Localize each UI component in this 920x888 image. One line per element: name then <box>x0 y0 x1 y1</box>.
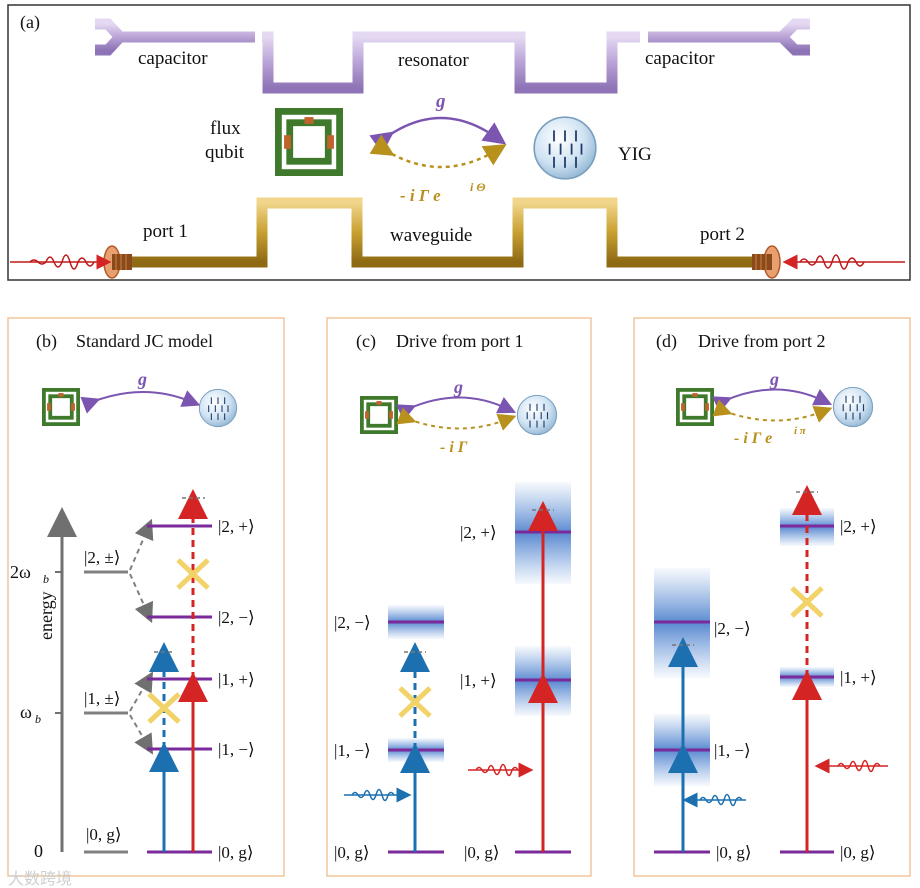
panel-d-dissipative-label: - i Γ e <box>734 430 772 447</box>
capacitor-right-shape <box>648 18 810 56</box>
forbidden-cross-icon <box>398 686 432 718</box>
panel-d-dissipative-arrow <box>712 399 833 423</box>
bare-level-2-label: |2, ±⟩ <box>84 548 120 567</box>
watermark: 大数跨境 <box>8 869 72 888</box>
flux-qubit-label-line1: flux <box>210 118 241 139</box>
tick-2wb-sub: b <box>43 572 49 586</box>
panel-a: (a) capacitor resonator capacitor flux q… <box>7 4 911 281</box>
panel-b-g-label: g <box>137 369 147 389</box>
panel-d-g-label: g <box>769 369 779 389</box>
dissipative-coupling-label: - i Γ e <box>400 186 441 205</box>
waveguide-label: waveguide <box>390 225 472 246</box>
drive-pulse-red-icon <box>814 758 888 774</box>
port2-connector-icon <box>752 245 781 279</box>
drive-pulse-red-icon <box>468 762 534 778</box>
tick-0-label: 0 <box>34 841 43 861</box>
panel-d-level-0-right-label: |0, g⟩ <box>840 843 876 862</box>
coupling-g-label: g <box>435 91 446 112</box>
bare-level-0-label: |0, g⟩ <box>86 825 122 844</box>
panel-d-level-0-left-label: |0, g⟩ <box>716 843 752 862</box>
waveguide-shape <box>130 197 760 268</box>
panel-b-yig-icon <box>198 388 238 428</box>
energy-axis-label: energy <box>36 591 56 640</box>
panel-c-level-0-left-label: |0, g⟩ <box>334 843 370 862</box>
panel-b-tag: (b) <box>36 331 57 352</box>
panel-d-level-1-minus-label: |1, −⟩ <box>714 741 751 760</box>
forbidden-cross-icon <box>147 692 181 724</box>
panel-c-title: Drive from port 1 <box>396 331 523 351</box>
panel-c-yig-icon <box>516 394 558 436</box>
panel-d-yig-icon <box>832 386 874 428</box>
capacitor-right-label: capacitor <box>645 48 715 69</box>
panel-d-title: Drive from port 2 <box>698 331 825 351</box>
forbidden-cross-icon <box>790 586 824 618</box>
panel-a-tag: (a) <box>20 12 40 33</box>
dissipative-phase-label: i Θ <box>470 180 486 194</box>
panel-c-level-0-right-label: |0, g⟩ <box>464 843 500 862</box>
bare-level-1-label: |1, ±⟩ <box>84 689 120 708</box>
panel-c-dissipative-label: - i Γ <box>440 439 468 456</box>
input-pulse-left-icon <box>10 254 112 270</box>
capacitor-left-shape <box>95 18 255 56</box>
panel-d-level-2-minus-label: |2, −⟩ <box>714 619 751 638</box>
panel-b-title: Standard JC model <box>76 331 213 351</box>
tick-wb-sub: b <box>35 712 41 726</box>
panel-b: (b) Standard JC model g energy 2ω b ω b … <box>7 317 285 877</box>
panel-c-tag: (c) <box>356 331 376 352</box>
panel-d-level-2-plus-label: |2, +⟩ <box>840 517 877 536</box>
resonator-shape <box>262 31 640 94</box>
drive-pulse-blue-icon <box>682 792 746 808</box>
flux-qubit-label-line2: qubit <box>205 142 245 163</box>
panel-c-level-1-plus-label: |1, +⟩ <box>460 671 497 690</box>
panel-c-level-1-minus-label: |1, −⟩ <box>334 741 371 760</box>
tick-wb-label: ω <box>20 702 32 722</box>
dissipative-coupling-arrow <box>369 134 507 169</box>
level-2-minus-label: |2, −⟩ <box>218 608 255 627</box>
panel-d: (d) Drive from port 2 g - i Γ e i π |2, … <box>633 317 911 877</box>
panel-c-dissipative-arrow <box>396 407 517 431</box>
panel-c-g-label: g <box>453 377 463 397</box>
panel-d-phase-label: i π <box>794 425 807 437</box>
panel-c: (c) Drive from port 1 g - i Γ |2, −⟩ |1,… <box>326 317 592 877</box>
yig-label: YIG <box>618 144 652 165</box>
panel-d-coherent-arrow <box>712 388 833 413</box>
level-1-minus-label: |1, −⟩ <box>218 740 255 759</box>
forbidden-cross-icon <box>176 558 210 590</box>
input-pulse-right-icon <box>782 254 905 270</box>
tick-2wb-label: 2ω <box>10 562 31 582</box>
panel-d-level-1-plus-label: |1, +⟩ <box>840 668 877 687</box>
panel-d-tag: (d) <box>656 331 677 352</box>
level-0-label: |0, g⟩ <box>218 843 254 862</box>
level-1-plus-label: |1, +⟩ <box>218 670 255 689</box>
panel-c-level-2-plus-label: |2, +⟩ <box>460 523 497 542</box>
panel-c-coherent-arrow <box>396 396 517 421</box>
panel-c-level-2-minus-label: |2, −⟩ <box>334 613 371 632</box>
port1-connector-icon <box>103 245 132 279</box>
level-2-plus-label: |2, +⟩ <box>218 517 255 536</box>
capacitor-left-label: capacitor <box>138 48 208 69</box>
yig-sphere-icon <box>533 116 597 180</box>
port1-label: port 1 <box>143 221 188 242</box>
resonator-label: resonator <box>398 50 469 71</box>
port2-label: port 2 <box>700 224 745 245</box>
drive-pulse-blue-icon <box>344 787 412 803</box>
panel-b-coupling-arrow <box>80 390 201 414</box>
coherent-coupling-arrow <box>369 116 507 154</box>
